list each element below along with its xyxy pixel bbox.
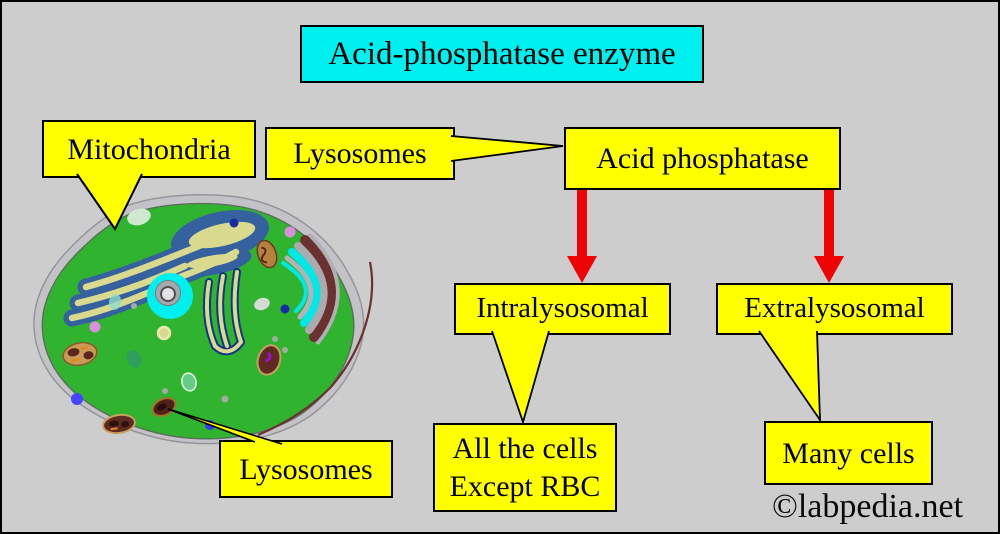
membrane-stack: [281, 233, 340, 345]
title-box: Acid-phosphatase enzyme: [300, 25, 704, 83]
extralysosomal-node: Extralysosomal: [716, 283, 953, 335]
many-cells-label: Many cells: [782, 436, 915, 470]
intralysosomal-callout-tail: [491, 330, 550, 426]
extralysosomal-callout-tail: [758, 330, 822, 424]
watermark: ©labpedia.net: [772, 488, 964, 525]
animal-cell-illustration: [33, 194, 374, 445]
lysosomes-pointer-callout: Lysosomes: [219, 440, 393, 498]
acid-phosphatase-label: Acid phosphatase: [596, 142, 809, 175]
mitochondrion: [62, 341, 98, 367]
red-arrow-down-left-icon: [567, 188, 597, 283]
lysosomes-callout: Lysosomes: [265, 127, 455, 180]
all-cells-line1: All the cells: [452, 431, 598, 465]
red-arrow-down-right-icon: [814, 188, 844, 283]
lysosomes-callout-tail: [450, 135, 564, 162]
all-cells-line2: Except RBC: [449, 469, 601, 503]
extralysosomal-label: Extralysosomal: [744, 292, 925, 325]
mitochondrion: [256, 344, 282, 376]
page-title: Acid-phosphatase enzyme: [328, 35, 676, 72]
nucleus: [147, 273, 193, 319]
lysosome: [151, 397, 177, 417]
all-cells-node: All the cells Except RBC: [433, 423, 617, 512]
mitochondrion: [256, 239, 278, 269]
many-cells-node: Many cells: [764, 421, 933, 485]
golgi-apparatus: [203, 268, 245, 356]
acid-phosphatase-node: Acid phosphatase: [564, 127, 841, 190]
mitochondria-callout: Mitochondria: [42, 120, 256, 178]
lysosomes-pointer-label: Lysosomes: [239, 452, 373, 486]
intralysosomal-node: Intralysosomal: [454, 283, 671, 335]
lysosomes-label: Lysosomes: [293, 137, 427, 170]
mitochondria-label: Mitochondria: [67, 132, 231, 166]
intralysosomal-label: Intralysosomal: [476, 292, 649, 325]
mitochondrion: [102, 413, 136, 435]
